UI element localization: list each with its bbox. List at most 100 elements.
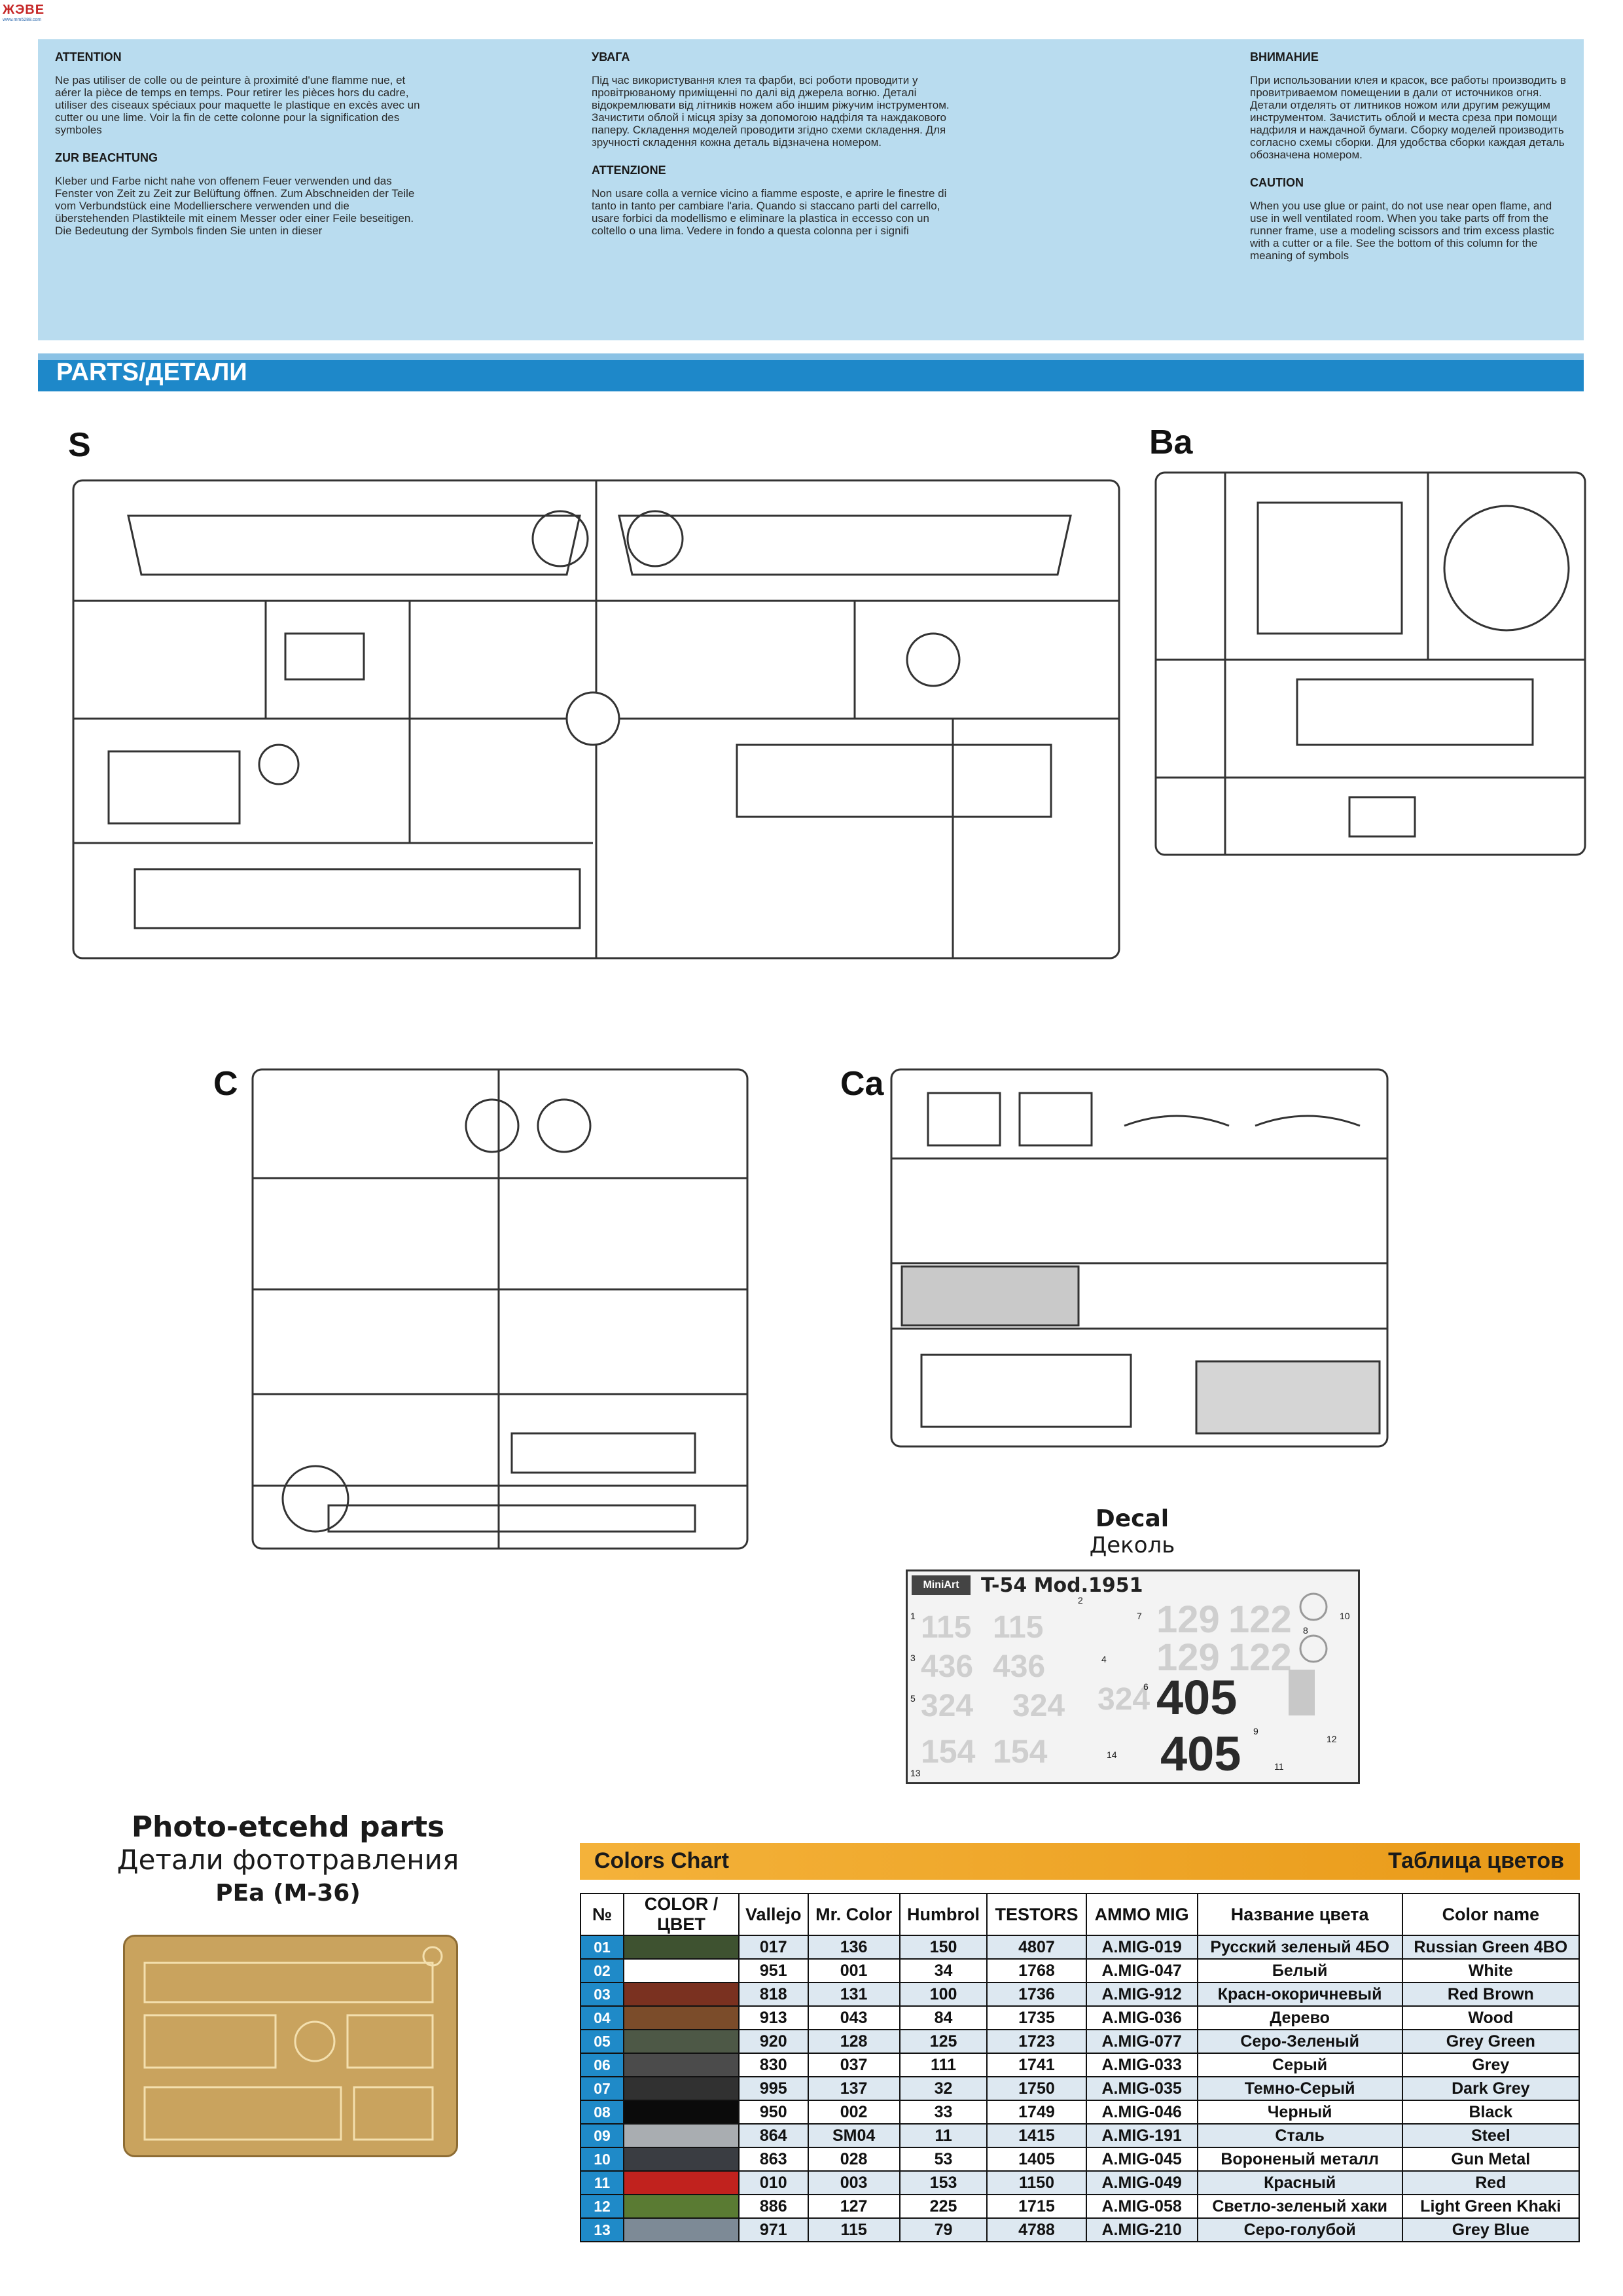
color-ru-cell: Серый: [1196, 2053, 1403, 2077]
color-vallejo-cell: 818: [738, 1982, 809, 2007]
color-ru-cell: Белый: [1196, 1958, 1403, 1983]
color-en-cell: Gun Metal: [1401, 2147, 1580, 2172]
parts-header-title: PARTS/ДЕТАЛИ: [56, 359, 247, 386]
sprue-ca-drawing: [890, 1068, 1389, 1448]
color-en-cell: Red Brown: [1401, 1982, 1580, 2007]
decal-sheet: MiniArt T-54 Mod.1951 405 405 129 122 12…: [906, 1570, 1360, 1784]
decal-title-block: Decal Деколь: [1047, 1505, 1217, 1558]
caution-column-left: ATTENTION Ne pas utiliser de colle ou de…: [55, 51, 421, 253]
color-swatch: [623, 2029, 740, 2054]
color-en-cell: Steel: [1401, 2123, 1580, 2148]
color-number: 08: [580, 2100, 624, 2125]
color-testors-cell: 1741: [986, 2053, 1087, 2077]
color-testors-cell: 1749: [986, 2100, 1087, 2125]
decal-number-405: 405: [1160, 1727, 1241, 1781]
color-mrcolor-cell: 001: [807, 1958, 901, 1983]
color-en-cell: White: [1401, 1958, 1580, 1983]
decal-number: 115: [921, 1610, 972, 1645]
color-swatch: [623, 1935, 740, 1960]
colors-chart-title-ru: Таблица цветов: [1388, 1848, 1564, 1873]
photo-etch-fret: [123, 1935, 458, 2157]
color-ammo-cell: A.MIG-210: [1085, 2217, 1198, 2242]
column-header: Vallejo: [738, 1893, 809, 1936]
color-humbrol-cell: 84: [899, 2005, 988, 2030]
sprue-ba-drawing: [1154, 471, 1586, 856]
color-swatch: [623, 2194, 740, 2219]
color-vallejo-cell: 010: [738, 2170, 809, 2195]
color-mrcolor-cell: 127: [807, 2194, 901, 2219]
color-swatch: [623, 2170, 740, 2195]
color-number: 06: [580, 2053, 624, 2077]
decal-number: 324: [1012, 1689, 1065, 1723]
color-ru-cell: Красный: [1196, 2170, 1403, 2195]
colors-table: № COLOR / ЦВЕТ Vallejo Mr. Color Humbrol…: [580, 1893, 1580, 2242]
color-mrcolor-cell: 137: [807, 2076, 901, 2101]
caution-text: Ne pas utiliser de colle ou de peinture …: [55, 74, 420, 136]
color-en-cell: Light Green Khaki: [1401, 2194, 1580, 2219]
sprue-c-drawing: [251, 1068, 749, 1550]
sprue-label-ba: Ba: [1149, 423, 1193, 461]
photo-etch-title-block: Photo-etcehd parts Детали фототравления …: [105, 1810, 471, 1907]
decal-index: 11: [1274, 1761, 1284, 1772]
color-number: 10: [580, 2147, 624, 2172]
color-ammo-cell: A.MIG-912: [1085, 1982, 1198, 2007]
decal-number: 154: [921, 1733, 976, 1770]
color-number: 12: [580, 2194, 624, 2219]
sprue-label-ca: Ca: [840, 1065, 884, 1103]
decal-title-ru: Деколь: [1089, 1532, 1175, 1558]
column-header: COLOR / ЦВЕТ: [623, 1893, 740, 1936]
decal-index: 1: [910, 1611, 916, 1621]
color-mrcolor-cell: 136: [807, 1935, 901, 1960]
decal-number: 436: [921, 1649, 974, 1684]
color-testors-cell: 4788: [986, 2217, 1087, 2242]
caution-title: ATTENTION: [55, 50, 122, 63]
decal-index: 2: [1078, 1595, 1083, 1605]
color-ammo-cell: A.MIG-058: [1085, 2194, 1198, 2219]
color-testors-cell: 1768: [986, 1958, 1087, 1983]
color-mrcolor-cell: 043: [807, 2005, 901, 2030]
color-en-cell: Russian Green 4BO: [1401, 1935, 1580, 1960]
color-number: 13: [580, 2217, 624, 2242]
color-swatch: [623, 2100, 740, 2125]
color-humbrol-cell: 53: [899, 2147, 988, 2172]
color-ammo-cell: A.MIG-077: [1085, 2029, 1198, 2054]
caution-text: При использовании клея и красок, все раб…: [1250, 74, 1567, 161]
color-mrcolor-cell: 115: [807, 2217, 901, 2242]
color-humbrol-cell: 225: [899, 2194, 988, 2219]
decal-number: 122: [1228, 1636, 1292, 1679]
caution-title: УВАГА: [592, 50, 630, 63]
colors-chart-title: Colors Chart: [594, 1848, 729, 1873]
parts-header-bar: PARTS/ДЕТАЛИ: [38, 353, 1584, 391]
color-testors-cell: 1415: [986, 2123, 1087, 2148]
color-ru-cell: Сталь: [1196, 2123, 1403, 2148]
color-mrcolor-cell: 028: [807, 2147, 901, 2172]
photo-etch-parts: [143, 1946, 443, 2141]
color-vallejo-cell: 864: [738, 2123, 809, 2148]
color-humbrol-cell: 79: [899, 2217, 988, 2242]
decal-number: 324: [1097, 1682, 1150, 1717]
decal-number: 129: [1156, 1598, 1220, 1641]
color-humbrol-cell: 153: [899, 2170, 988, 2195]
color-ammo-cell: A.MIG-035: [1085, 2076, 1198, 2101]
column-header: TESTORS: [986, 1893, 1087, 1936]
column-header: Humbrol: [899, 1893, 988, 1936]
color-ammo-cell: A.MIG-036: [1085, 2005, 1198, 2030]
color-testors-cell: 4807: [986, 1935, 1087, 1960]
color-ammo-cell: A.MIG-045: [1085, 2147, 1198, 2172]
color-swatch: [623, 2076, 740, 2101]
color-vallejo-cell: 920: [738, 2029, 809, 2054]
color-ammo-cell: A.MIG-046: [1085, 2100, 1198, 2125]
color-vallejo-cell: 950: [738, 2100, 809, 2125]
color-number: 02: [580, 1958, 624, 1983]
color-ru-cell: Дерево: [1196, 2005, 1403, 2030]
color-testors-cell: 1715: [986, 2194, 1087, 2219]
sprue-label-c: C: [213, 1065, 238, 1103]
column-header: Mr. Color: [807, 1893, 901, 1936]
decal-index: 3: [910, 1653, 916, 1663]
